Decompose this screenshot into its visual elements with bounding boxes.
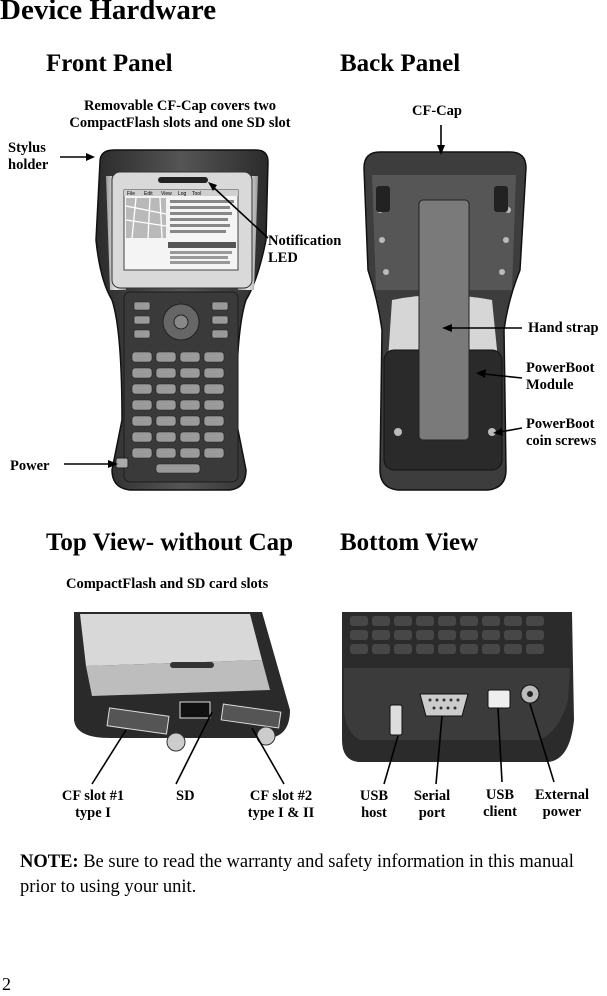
usb-client-line1: USB xyxy=(485,787,515,803)
cf-slot-2 xyxy=(220,703,282,729)
bottom-view-drawing xyxy=(342,612,574,785)
top-led-slot xyxy=(170,662,214,668)
notification-led-line2: LED xyxy=(268,250,298,266)
front-panel-heading: Front Panel xyxy=(46,50,173,77)
page-title: Device Hardware xyxy=(0,0,217,26)
external-power-line1: External xyxy=(535,787,589,803)
serial-port xyxy=(419,693,469,717)
screen-list-rows xyxy=(170,200,234,233)
warranty-note: NOTE: Be sure to read the warranty and s… xyxy=(20,850,605,900)
screen-dialog-rows xyxy=(170,251,232,264)
page-number: 2 xyxy=(2,974,11,994)
powerboot-module-line1: PowerBoot xyxy=(526,360,595,376)
hand-strap-label: Hand strap xyxy=(528,320,599,336)
top-view-image xyxy=(60,605,310,785)
usb-host-line1: USB xyxy=(359,788,389,804)
stylus-holder-line2: holder xyxy=(8,157,49,173)
back-arrowheads xyxy=(437,145,503,436)
sd-label: SD xyxy=(176,788,195,804)
note-label: NOTE: xyxy=(20,852,79,872)
screen-menu-item: Log xyxy=(178,191,187,197)
stylus-holder-label: Stylus holder xyxy=(8,140,48,174)
screen-menu-item: File xyxy=(127,191,135,197)
screen-menu-item: Tool xyxy=(192,191,201,197)
cf-cap-caption: Removable CF-Cap covers two CompactFlash… xyxy=(50,98,310,132)
screen-menubar xyxy=(124,190,238,196)
hand-strap xyxy=(418,199,470,441)
serial-port-line2: port xyxy=(418,805,446,821)
usb-host-label: USB host xyxy=(352,788,396,822)
keys-grid xyxy=(131,301,229,474)
cf-cap-back-label: CF-Cap xyxy=(412,103,462,119)
cf-slot-2-line2: type I & II xyxy=(247,805,315,821)
front-callout-lines xyxy=(60,156,269,465)
usb-client-line2: client xyxy=(483,804,517,820)
usb-host-line2: host xyxy=(361,805,387,821)
top-device-band xyxy=(86,660,270,696)
usb-client-label: USB client xyxy=(476,787,524,821)
top-device-face xyxy=(80,614,262,666)
external-power-pin xyxy=(527,691,533,697)
stylus-holder-line1: Stylus xyxy=(8,140,46,156)
cf-cap-caption-line2: CompactFlash slots and one SD slot xyxy=(69,115,291,131)
front-panel-image: File Edit View Log Tool xyxy=(0,140,360,495)
back-panel-drawing xyxy=(363,125,527,491)
bottom-view-heading: Bottom View xyxy=(340,529,479,556)
bottom-keys xyxy=(350,616,544,654)
screen-dialog-title xyxy=(168,242,236,248)
bottom-callout-lines xyxy=(383,703,555,785)
top-view-drawing xyxy=(74,612,290,785)
back-left-latch xyxy=(376,186,390,212)
note-text: Be sure to read the warranty and safety … xyxy=(20,852,574,897)
bottom-view-image xyxy=(338,605,578,785)
top-view-heading: Top View- without Cap xyxy=(46,529,294,556)
powerboot-screws-line1: PowerBoot xyxy=(526,416,595,432)
serial-port-line1: Serial xyxy=(413,788,451,804)
cf-slot-1-label: CF slot #1 type I xyxy=(46,788,140,822)
top-callout-lines xyxy=(91,711,285,785)
external-power-label: External power xyxy=(526,787,598,821)
powerboot-module-label: PowerBoot Module xyxy=(526,360,594,394)
cf-slot-1 xyxy=(106,707,170,735)
cf-cap-caption-line1: Removable CF-Cap covers two xyxy=(83,98,277,114)
screen-menu-item: Edit xyxy=(144,191,153,197)
front-arrowheads xyxy=(86,153,217,468)
usb-host-port xyxy=(389,704,403,736)
notification-led-line1: Notification xyxy=(268,233,342,249)
screen-menu-item: View xyxy=(161,191,172,197)
back-callout-lines xyxy=(440,125,523,433)
powerboot-screws-line2: coin screws xyxy=(526,433,597,449)
notification-led xyxy=(158,177,208,183)
navigation-center-key xyxy=(173,314,189,330)
cf-slot-1-line2: type I xyxy=(75,805,111,821)
cf-slot-2-label: CF slot #2 type I & II xyxy=(236,788,326,822)
power-label: Power xyxy=(10,458,50,474)
back-right-latch xyxy=(494,186,508,212)
powerboot-screws-label: PowerBoot coin screws xyxy=(526,416,596,450)
power-key xyxy=(115,457,129,469)
cf-slot-1-line1: CF slot #1 xyxy=(61,788,125,804)
map-streets xyxy=(125,197,167,239)
serial-port-pins xyxy=(428,698,460,710)
external-power-line2: power xyxy=(542,804,582,820)
front-panel-drawing: File Edit View Log Tool xyxy=(60,149,269,491)
powerboot-module-line2: Module xyxy=(526,377,574,393)
cf-slot-2-line1: CF slot #2 xyxy=(249,788,313,804)
sd-slot xyxy=(179,701,211,719)
notification-led-label: Notification LED xyxy=(268,233,341,267)
back-panel-image xyxy=(355,120,607,500)
cf-slot-1-tab xyxy=(166,732,186,752)
card-slots-caption: CompactFlash and SD card slots xyxy=(66,576,269,592)
serial-port-label: Serial port xyxy=(406,788,458,822)
usb-client-port xyxy=(487,689,511,709)
back-panel-heading: Back Panel xyxy=(340,50,461,77)
